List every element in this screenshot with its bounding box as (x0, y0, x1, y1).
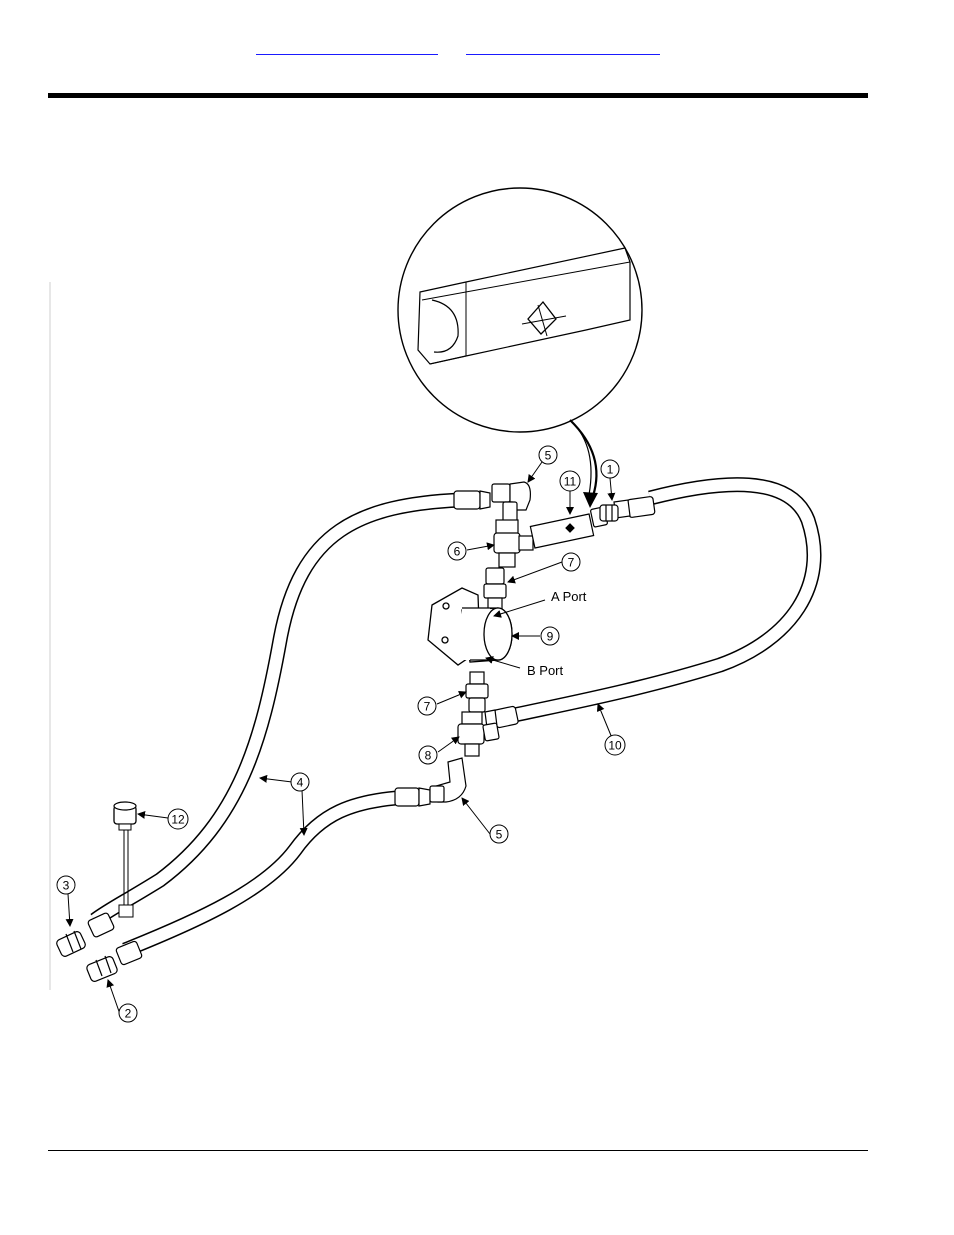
callout-3: 3 (57, 876, 75, 894)
svg-text:7: 7 (424, 700, 431, 714)
callout-7-upper: 7 (562, 553, 580, 571)
elbow-fitting-5-upper (492, 482, 530, 522)
adapter-fitting-1 (600, 505, 618, 521)
swivel-fitting-2 (86, 955, 119, 982)
port-label-b: B Port (527, 663, 564, 678)
hose-upper-left (95, 500, 460, 920)
adapter-fitting-7-upper (484, 568, 506, 610)
svg-text:8: 8 (425, 749, 432, 763)
callout-6: 6 (448, 542, 466, 560)
detail-view-check-valve (398, 188, 642, 432)
swivel-fitting-3 (55, 930, 86, 957)
svg-text:9: 9 (547, 630, 554, 644)
svg-text:5: 5 (496, 828, 503, 842)
detail-indicator-arrow (570, 420, 598, 508)
check-valve-11 (530, 507, 607, 548)
svg-text:10: 10 (608, 739, 622, 753)
svg-text:3: 3 (63, 879, 70, 893)
port-label-a: A Port (551, 589, 587, 604)
svg-text:2: 2 (125, 1007, 132, 1021)
callout-7-lower: 7 (418, 697, 436, 715)
svg-text:6: 6 (454, 545, 461, 559)
elbow-fitting-5-lower (430, 758, 466, 802)
callout-4: 4 (291, 773, 309, 791)
callout-11: 11 (560, 471, 580, 491)
callout-2: 2 (119, 1004, 137, 1022)
callout-10: 10 (605, 735, 625, 755)
svg-text:1: 1 (607, 463, 614, 477)
footer-rule (48, 1150, 868, 1151)
callout-12: 12 (168, 809, 188, 829)
svg-text:11: 11 (564, 475, 577, 489)
adapter-fitting-7-lower (466, 672, 488, 712)
tee-fitting-6 (494, 520, 533, 567)
callout-1: 1 (601, 460, 619, 478)
callout-5-lower: 5 (490, 825, 508, 843)
callout-5-upper: 5 (539, 446, 557, 464)
callout-8: 8 (419, 746, 437, 764)
svg-text:12: 12 (171, 813, 185, 827)
svg-text:4: 4 (297, 776, 304, 790)
callout-9: 9 (541, 627, 559, 645)
svg-text:7: 7 (568, 556, 575, 570)
svg-text:5: 5 (545, 449, 552, 463)
